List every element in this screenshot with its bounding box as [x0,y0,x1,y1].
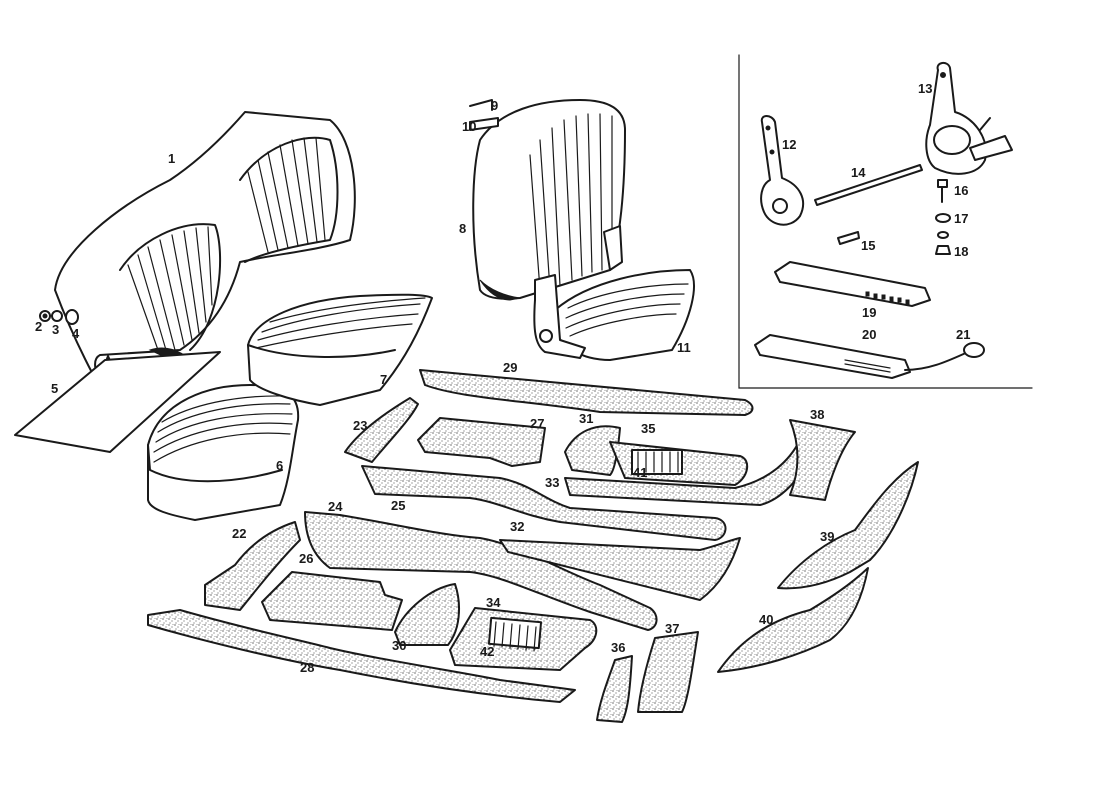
adjustment-lever [904,342,985,371]
callout-38: 38 [810,407,824,422]
carpet-29 [419,369,754,416]
callout-4: 4 [72,326,80,341]
carpet-23 [344,397,419,463]
callout-19: 19 [862,305,876,320]
callout-7: 7 [380,372,387,387]
carpet-41-heel-pad [631,449,683,475]
inset-frame [738,54,1033,389]
callout-31: 31 [579,411,593,426]
callout-32: 32 [510,519,524,534]
callout-26: 26 [299,551,313,566]
callout-3: 3 [52,322,59,337]
callout-12: 12 [782,137,796,152]
carpet-36 [596,655,633,723]
callout-34: 34 [486,595,501,610]
callout-35: 35 [641,421,655,436]
carpet-22 [204,521,301,611]
callout-21: 21 [956,327,970,342]
recliner-mechanism [925,62,1013,175]
callout-23: 23 [353,418,367,433]
carpet-40 [717,567,869,673]
callout-20: 20 [862,327,876,342]
carpet-27 [417,417,546,467]
rear-hardware [39,309,79,325]
callout-41: 41 [633,465,647,480]
carpet-32 [499,537,741,601]
front-seat-backrest [472,99,626,301]
callout-8: 8 [459,221,466,236]
callout-27: 27 [530,416,544,431]
callout-17: 17 [954,211,968,226]
callout-5: 5 [51,381,58,396]
callout-1: 1 [168,151,175,166]
callout-22: 22 [232,526,246,541]
callout-2: 2 [35,319,42,334]
callout-28: 28 [300,660,314,675]
callout-39: 39 [820,529,834,544]
carpet-26 [261,571,403,631]
callout-15: 15 [861,238,875,253]
rear-seat-cushion-right [247,293,433,406]
callout-36: 36 [611,640,625,655]
carpet-25 [361,465,727,541]
carpet-42-heel-pad [487,616,543,652]
carpet-30 [394,583,460,646]
front-seat-cushion [533,225,695,361]
callout-24: 24 [328,499,343,514]
callout-labels: 1 2 3 4 5 6 7 8 9 10 11 12 13 14 15 16 1… [35,81,970,675]
callout-9: 9 [491,98,498,113]
rear-seat-cushion-left [147,384,300,521]
seat-hinge-plate [760,115,805,226]
backrest-clip [469,99,499,131]
callout-42: 42 [480,644,494,659]
fasteners [837,179,951,255]
callout-18: 18 [954,244,968,259]
carpet-31 [564,425,621,476]
carpet-24 [304,511,658,631]
seat-rail-upper [774,261,931,307]
callout-25: 25 [391,498,405,513]
carpet-39 [777,461,919,590]
callout-13: 13 [918,81,932,96]
callout-11: 11 [677,340,691,355]
callout-29: 29 [503,360,517,375]
callout-10: 10 [462,119,476,134]
callout-37: 37 [665,621,679,636]
callout-40: 40 [759,612,773,627]
carpet-28 [147,609,576,703]
carpet-37 [637,631,699,713]
callout-30: 30 [392,638,406,653]
seat-rail-lower [754,334,911,379]
rear-floor-panel [14,351,221,453]
callout-6: 6 [276,458,283,473]
callout-33: 33 [545,475,559,490]
hinge-rod [814,164,923,206]
carpet-38 [789,419,856,501]
callout-14: 14 [851,165,866,180]
callout-16: 16 [954,183,968,198]
